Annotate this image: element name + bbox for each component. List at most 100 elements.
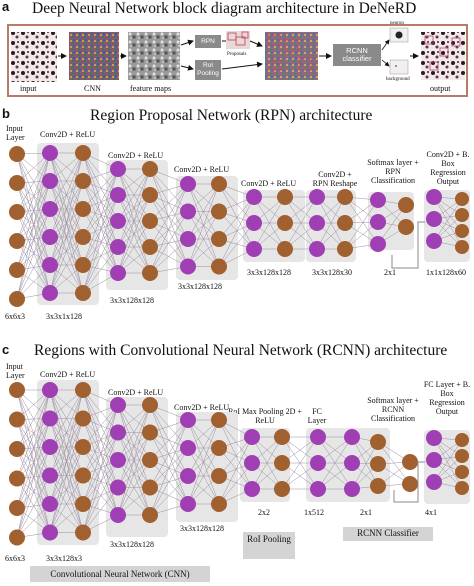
c-conn-5-2-0 (187, 419, 220, 477)
b-node-3-4 (110, 265, 126, 281)
c-node-8-1 (274, 455, 290, 471)
b-conn-2-1-4 (82, 180, 119, 274)
b-conn-1-5-3 (49, 236, 84, 294)
b-conn-5-3-1 (187, 211, 220, 267)
b-node-10-1 (337, 215, 353, 231)
b-layer-0-bottom: 6x6x3 (5, 312, 25, 321)
c-node-10-2 (344, 481, 360, 497)
b-conn-4-0-2 (149, 168, 189, 240)
c-node-0-5 (9, 529, 25, 546)
b-conn-6-2-0 (218, 196, 255, 240)
b-conn-2-4-2 (82, 220, 119, 266)
b-conn-6-3-1 (218, 222, 255, 267)
c-node-4-0 (142, 397, 158, 413)
b-node-9-0 (309, 189, 325, 205)
c-node-14-2 (455, 465, 469, 479)
b-conn-2-1-3 (82, 180, 119, 248)
c-conn-2-3-4 (82, 475, 119, 516)
b-conn-0-1-4 (16, 182, 51, 266)
neuron-thumbnail (389, 27, 409, 43)
c-node-1-1 (42, 410, 58, 427)
c-layer-3-top: Conv2D + ReLU (174, 403, 230, 412)
b-node-0-1 (9, 175, 25, 191)
b-conn-1-4-0 (49, 152, 84, 266)
b-conn-5-3-0 (187, 183, 220, 267)
feature-maps-label: feature maps (130, 84, 172, 93)
c-conn-10-0-2 (351, 436, 379, 487)
c-conn-0-5-3 (16, 475, 51, 538)
panel-b-letter: b (2, 106, 10, 121)
b-conn-2-5-2 (82, 220, 119, 294)
c-node-7-1 (244, 455, 260, 471)
rcnn-classifier-box: RCNN classifier (333, 44, 381, 66)
b-node-9-1 (309, 215, 325, 231)
c-conn-6-0-2 (218, 419, 253, 490)
output-label: output (430, 84, 451, 93)
b-layer-2-bottom: 3x3x128x128 (110, 296, 154, 305)
c-conn-2-5-2 (82, 459, 119, 533)
b-conn-3-4-1 (117, 194, 151, 274)
b-conn-1-3-0 (49, 152, 84, 238)
c-conn-2-1-4 (82, 418, 119, 516)
c-node-1-0 (42, 382, 58, 398)
background-thumbnail (389, 59, 409, 75)
c-node-6-2 (211, 468, 227, 484)
b-conn-6-1-2 (218, 211, 255, 250)
c-layer-2-bottom: 3x3x128x128 (110, 540, 154, 549)
c-conn-4-3-0 (149, 419, 189, 488)
b-conn-11-2-0 (377, 204, 407, 245)
b-node-4-3 (142, 239, 158, 255)
c-conn-0-4-0 (16, 389, 51, 509)
b-conn-2-0-4 (82, 152, 119, 274)
b-conn-4-2-0 (149, 183, 189, 222)
c-node-4-3 (142, 479, 158, 496)
roi-pooling-group-label: RoI Pooling (243, 532, 295, 559)
c-conn-1-5-2 (49, 446, 84, 533)
c-node-10-0 (344, 429, 360, 445)
c-conn-3-3-0 (117, 404, 151, 488)
b-node-0-2 (9, 204, 25, 220)
c-layer-5-bottom: 1x512 (304, 508, 324, 517)
b-layer-7-top: Conv2D + B. Box Regression Output (426, 150, 470, 186)
c-conn-6-3-1 (218, 462, 253, 505)
c-node-4-4 (142, 507, 158, 523)
c-node-5-1 (180, 440, 196, 456)
c-node-5-2 (180, 468, 196, 484)
c-node-13-1 (426, 452, 442, 468)
b-conn-0-5-2 (16, 208, 51, 300)
c-conn-5-3-1 (187, 447, 220, 505)
b-conn-2-1-2 (82, 180, 119, 222)
c-conn-2-2-0 (82, 404, 119, 448)
b-node-0-4 (9, 262, 25, 278)
b-conn-4-3-0 (149, 183, 189, 248)
proposals-label: Proposals (227, 52, 247, 57)
c-layer-0-top-text: Input Layer (6, 362, 25, 380)
c-node-4-1 (142, 424, 158, 441)
c-node-3-0 (110, 397, 126, 413)
c-conn-13-2-0 (433, 439, 463, 483)
c-skip-path (393, 461, 425, 503)
b-node-7-2 (246, 241, 262, 257)
c-conn-0-2-4 (16, 448, 51, 505)
c-layer-5-top: FC Layer (307, 407, 327, 425)
panel-c-letter: c (2, 342, 10, 357)
proposals-image (226, 31, 250, 49)
c-layer-1-bottom: 3x3x128x3 (46, 554, 82, 563)
b-layer-6-top: Softmax layer + RPN Classification (367, 158, 419, 185)
panel-b-title: Region Proposal Network (RPN) architectu… (90, 107, 373, 124)
input-image (11, 32, 57, 82)
b-conn-0-0-3 (16, 153, 51, 238)
c-node-0-0 (9, 382, 25, 398)
c-node-1-2 (42, 439, 58, 455)
b-node-2-2 (75, 201, 91, 217)
b-node-3-0 (110, 161, 126, 177)
b-conn-0-1-3 (16, 182, 51, 238)
c-conn-1-4-0 (49, 389, 84, 505)
c-node-9-1 (310, 455, 326, 471)
c-conn-6-1-2 (218, 447, 253, 490)
panel-a-title: Deep Neural Network block diagram archit… (32, 0, 417, 17)
rcnn-classifier-group-label: RCNN Classifier (343, 527, 433, 541)
b-layer-4-bottom: 3x3x128x128 (247, 268, 291, 277)
c-layer-0-bottom: 6x6x3 (5, 554, 25, 563)
